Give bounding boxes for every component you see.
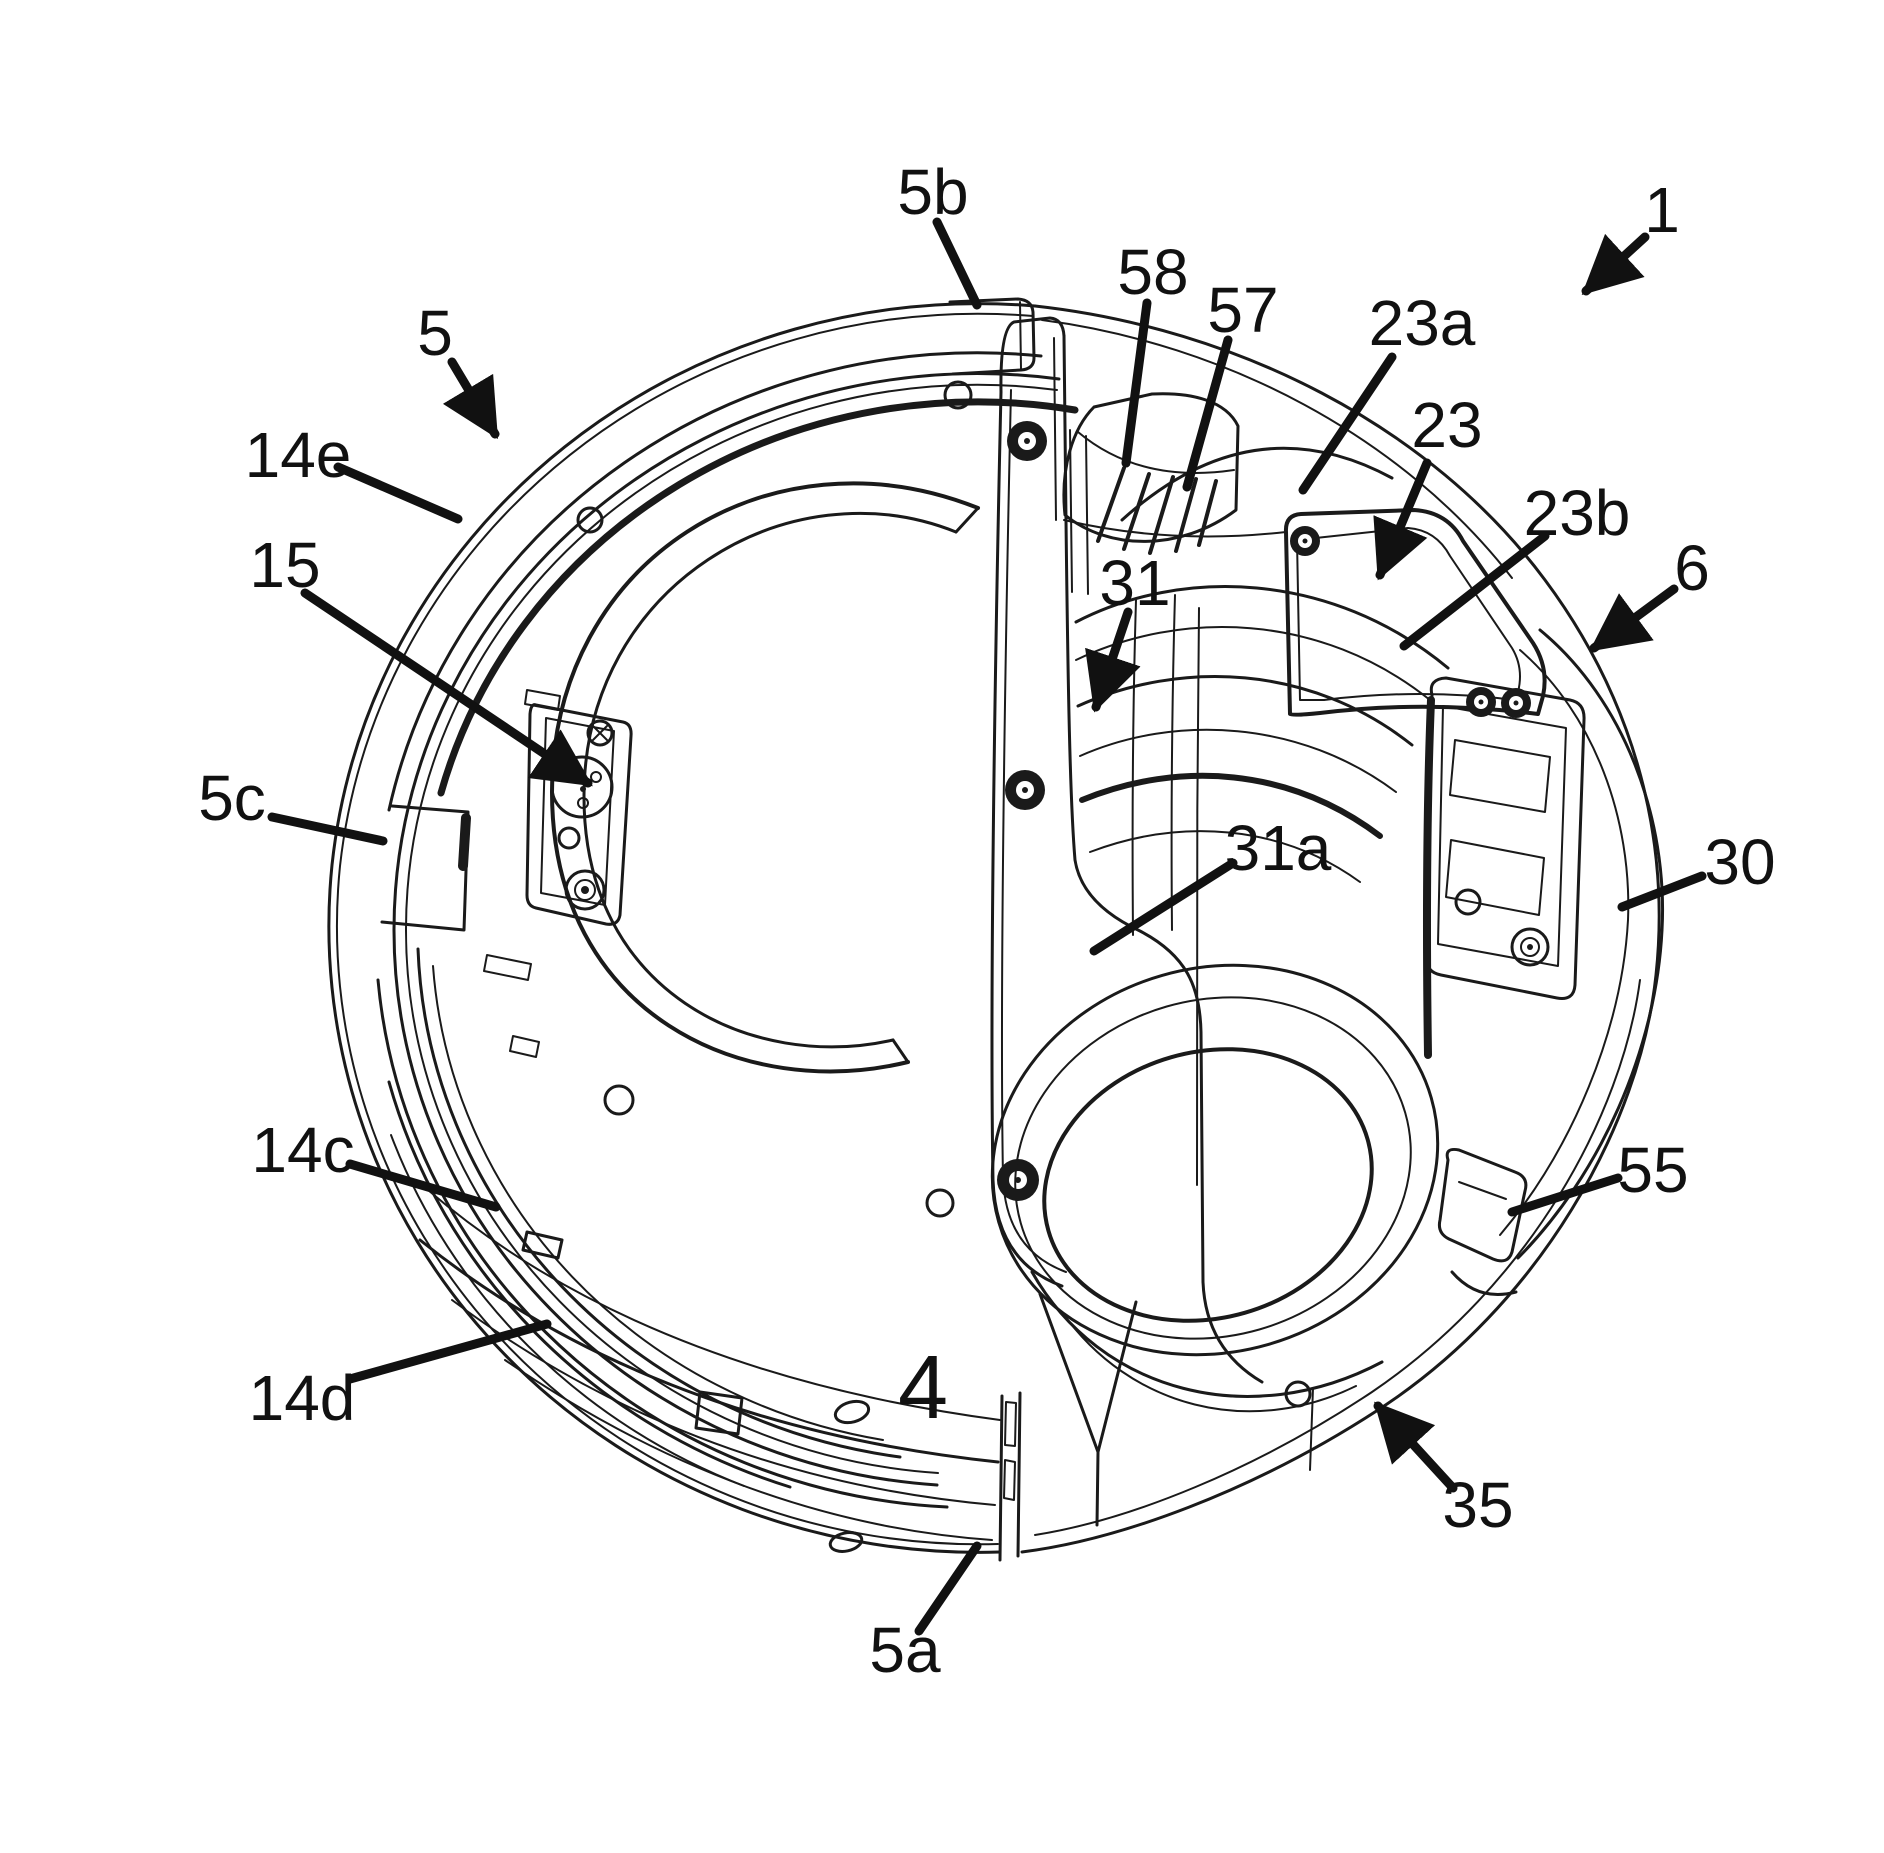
ref-label-15: 15	[249, 529, 320, 601]
latch-55	[1437, 1148, 1528, 1263]
air-funnel	[1062, 392, 1394, 555]
sensor-bracket	[524, 689, 633, 926]
screw-icon	[1007, 421, 1047, 461]
ref-label-35: 35	[1442, 1469, 1513, 1541]
lower-wedge	[1038, 1292, 1138, 1527]
suction-duct	[1074, 585, 1450, 1186]
leader-30	[1617, 871, 1707, 912]
ref-label-14d: 14d	[249, 1362, 356, 1434]
screw-icon	[1501, 688, 1531, 718]
leader-14c	[345, 1159, 501, 1212]
ref-label-58: 58	[1117, 236, 1188, 308]
ref-label-6: 6	[1674, 532, 1710, 604]
bumper-notch-5c	[380, 804, 470, 932]
ref-label-31: 31	[1099, 547, 1170, 619]
wheel-module	[1423, 628, 1665, 1296]
ref-label-55: 55	[1617, 1134, 1688, 1206]
screw-icon	[1466, 687, 1496, 717]
bumper-end-tab-5b	[948, 297, 1036, 376]
leader-1	[1581, 232, 1650, 296]
bumper-gap-5a	[998, 1391, 1022, 1562]
leader-lines	[267, 217, 1707, 1636]
leader-23b	[1399, 531, 1550, 651]
ref-label-5b: 5b	[897, 156, 968, 228]
lid-dome	[1120, 446, 1394, 522]
leader-35	[1373, 1401, 1458, 1493]
ref-label-5: 5	[417, 297, 453, 369]
ref-label-23a: 23a	[1369, 287, 1476, 359]
leader-23a	[1298, 352, 1397, 495]
leader-58	[1121, 298, 1152, 468]
ref-label-14e: 14e	[245, 419, 352, 491]
screw-icon	[1005, 770, 1045, 810]
chassis-rim	[392, 372, 1079, 1487]
ref-label-14c: 14c	[251, 1114, 354, 1186]
leader-5	[442, 357, 500, 440]
leader-15	[300, 588, 593, 788]
screw-icon	[997, 1159, 1039, 1201]
leader-55	[1507, 1173, 1623, 1217]
leader-14d	[345, 1319, 552, 1384]
ref-label-1: 1	[1644, 174, 1680, 246]
leader-31a	[1089, 858, 1238, 956]
leader-6	[1589, 584, 1679, 653]
ref-label-57: 57	[1207, 274, 1278, 346]
ref-label-23: 23	[1411, 389, 1482, 461]
reference-labels: 5b 1 58 57 23a 5 23 14e 23b 15 6 31 5c 3…	[198, 156, 1775, 1686]
leader-5a	[914, 1541, 982, 1636]
outer-bumper	[327, 297, 1043, 1562]
leader-57	[1182, 335, 1233, 492]
bottom-rim-bands	[387, 947, 1001, 1553]
leader-14e	[333, 462, 463, 524]
leader-5c	[267, 812, 388, 846]
dust-cup	[990, 963, 1440, 1471]
body-outline-right	[1020, 304, 1661, 1554]
leader-31	[1085, 607, 1141, 713]
ref-label-4: 4	[898, 1338, 948, 1438]
screw-icon	[1290, 526, 1320, 556]
ref-label-23b: 23b	[1524, 477, 1631, 549]
ref-label-5a: 5a	[869, 1614, 941, 1686]
ref-label-5c: 5c	[198, 762, 266, 834]
panel-23	[1063, 508, 1547, 717]
center-plate	[990, 316, 1264, 1527]
ref-label-31a: 31a	[1225, 812, 1332, 884]
leader-5b	[932, 217, 982, 310]
ref-label-30: 30	[1704, 826, 1775, 898]
dust-window	[550, 481, 980, 1074]
leader-23	[1373, 458, 1432, 581]
